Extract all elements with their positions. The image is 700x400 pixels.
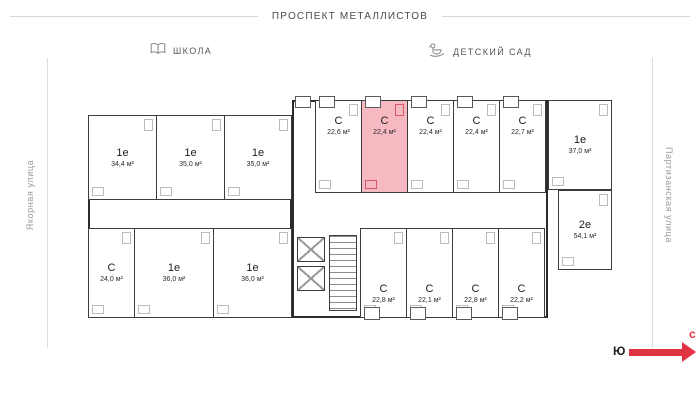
balcony: [411, 96, 427, 108]
apartment-unit[interactable]: С 22,1 м²: [406, 228, 453, 318]
balcony: [364, 307, 380, 320]
apartment-unit[interactable]: 1е 36,0 м²: [213, 228, 292, 318]
unit-area: 24,0 м²: [100, 276, 123, 283]
unit-type: 1е: [167, 262, 181, 274]
balcony: [502, 307, 518, 320]
left-boundary-line: [47, 58, 48, 348]
balcony: [410, 307, 426, 320]
unit-type: 1е: [573, 134, 587, 146]
school-icon: [150, 42, 166, 60]
apartment-unit[interactable]: С 22,6 м²: [315, 100, 362, 193]
balcony: [295, 96, 311, 108]
apartment-unit[interactable]: 1е 35,0 м²: [224, 115, 292, 200]
unit-type: 1е: [116, 146, 129, 159]
elevator-shaft: [297, 266, 325, 291]
kindergarten-label: ДЕТСКИЙ САД: [453, 47, 532, 57]
apartment-unit[interactable]: 1е 34,4 м²: [88, 115, 157, 200]
apartment-unit[interactable]: 1е 35,0 м²: [156, 115, 225, 200]
apartment-unit[interactable]: С 22,8 м²: [452, 228, 499, 318]
compass-north-label: с: [689, 327, 696, 341]
unit-type: С: [107, 262, 116, 274]
unit-type: С: [471, 283, 480, 295]
unit-type: 1е: [246, 262, 259, 274]
balcony: [503, 96, 519, 108]
apartment-unit[interactable]: 1е 36,0 м²: [134, 228, 214, 318]
unit-type: С: [425, 283, 434, 295]
unit-area: 22,8 м²: [464, 297, 487, 304]
right-boundary-line: [652, 58, 653, 348]
balcony: [457, 96, 473, 108]
unit-area: 22,8 м²: [372, 297, 395, 304]
unit-type: С: [334, 115, 343, 127]
unit-area: 35,0 м²: [179, 160, 202, 168]
header-divider-left: [10, 16, 258, 17]
kindergarten-icon: [428, 42, 446, 62]
unit-type: 1е: [251, 146, 265, 159]
unit-type: С: [518, 115, 527, 127]
compass-arrowhead-icon: [682, 342, 696, 362]
unit-type: С: [380, 115, 389, 127]
unit-type: 1е: [184, 146, 197, 159]
staircase: [329, 235, 357, 311]
landmark-school: ШКОЛА: [150, 42, 212, 60]
apartment-unit-selected[interactable]: С 22,4 м²: [361, 100, 408, 193]
unit-area: 54,1 м²: [573, 233, 597, 240]
apartment-unit[interactable]: С 22,7 м²: [499, 100, 546, 193]
compass-arrow: [629, 349, 682, 356]
street-name-left: Якорная улица: [25, 159, 35, 231]
unit-area: 36,0 м²: [241, 276, 264, 283]
unit-type: С: [379, 283, 388, 295]
landmark-kindergarten: ДЕТСКИЙ САД: [428, 42, 532, 62]
unit-area: 22,2 м²: [510, 297, 533, 304]
compass-south-label: Ю: [613, 344, 626, 358]
street-name-right: Партизанская улица: [664, 146, 674, 244]
unit-area: 22,4 м²: [419, 129, 442, 136]
unit-type: С: [517, 283, 526, 295]
apartment-unit[interactable]: С 22,2 м²: [498, 228, 545, 318]
balcony: [365, 96, 381, 108]
elevator-shaft: [297, 237, 325, 262]
unit-area: 22,6 м²: [327, 129, 350, 136]
school-label: ШКОЛА: [173, 46, 213, 56]
apartment-unit[interactable]: С 22,8 м²: [360, 228, 407, 318]
unit-area: 35,0 м²: [246, 160, 270, 168]
unit-area: 22,1 м²: [418, 297, 441, 304]
unit-area: 36,0 м²: [162, 276, 186, 283]
apartment-unit[interactable]: 2е 54,1 м²: [558, 190, 612, 270]
unit-area: 22,7 м²: [511, 129, 534, 136]
top-street-header: ПРОСПЕКТ МЕТАЛЛИСТОВ: [0, 11, 700, 22]
floor-plan: 1е 34,4 м² 1е 35,0 м² 1е 35,0 м² С 22,6 …: [85, 95, 617, 325]
apartment-unit[interactable]: 1е 37,0 м²: [548, 100, 612, 190]
unit-area: 22,4 м²: [465, 129, 488, 136]
unit-type: 2е: [578, 219, 592, 231]
unit-type: С: [426, 115, 435, 127]
header-divider-right: [442, 16, 690, 17]
unit-area: 34,4 м²: [111, 160, 134, 168]
apartment-unit[interactable]: С 22,4 м²: [453, 100, 500, 193]
unit-area: 22,4 м²: [373, 129, 396, 136]
unit-area: 37,0 м²: [568, 148, 592, 155]
street-name-top: ПРОСПЕКТ МЕТАЛЛИСТОВ: [271, 11, 429, 22]
apartment-unit[interactable]: С 22,4 м²: [407, 100, 454, 193]
apartment-unit[interactable]: С 24,0 м²: [88, 228, 135, 318]
balcony: [319, 96, 335, 108]
balcony: [456, 307, 472, 320]
unit-type: С: [472, 115, 481, 127]
